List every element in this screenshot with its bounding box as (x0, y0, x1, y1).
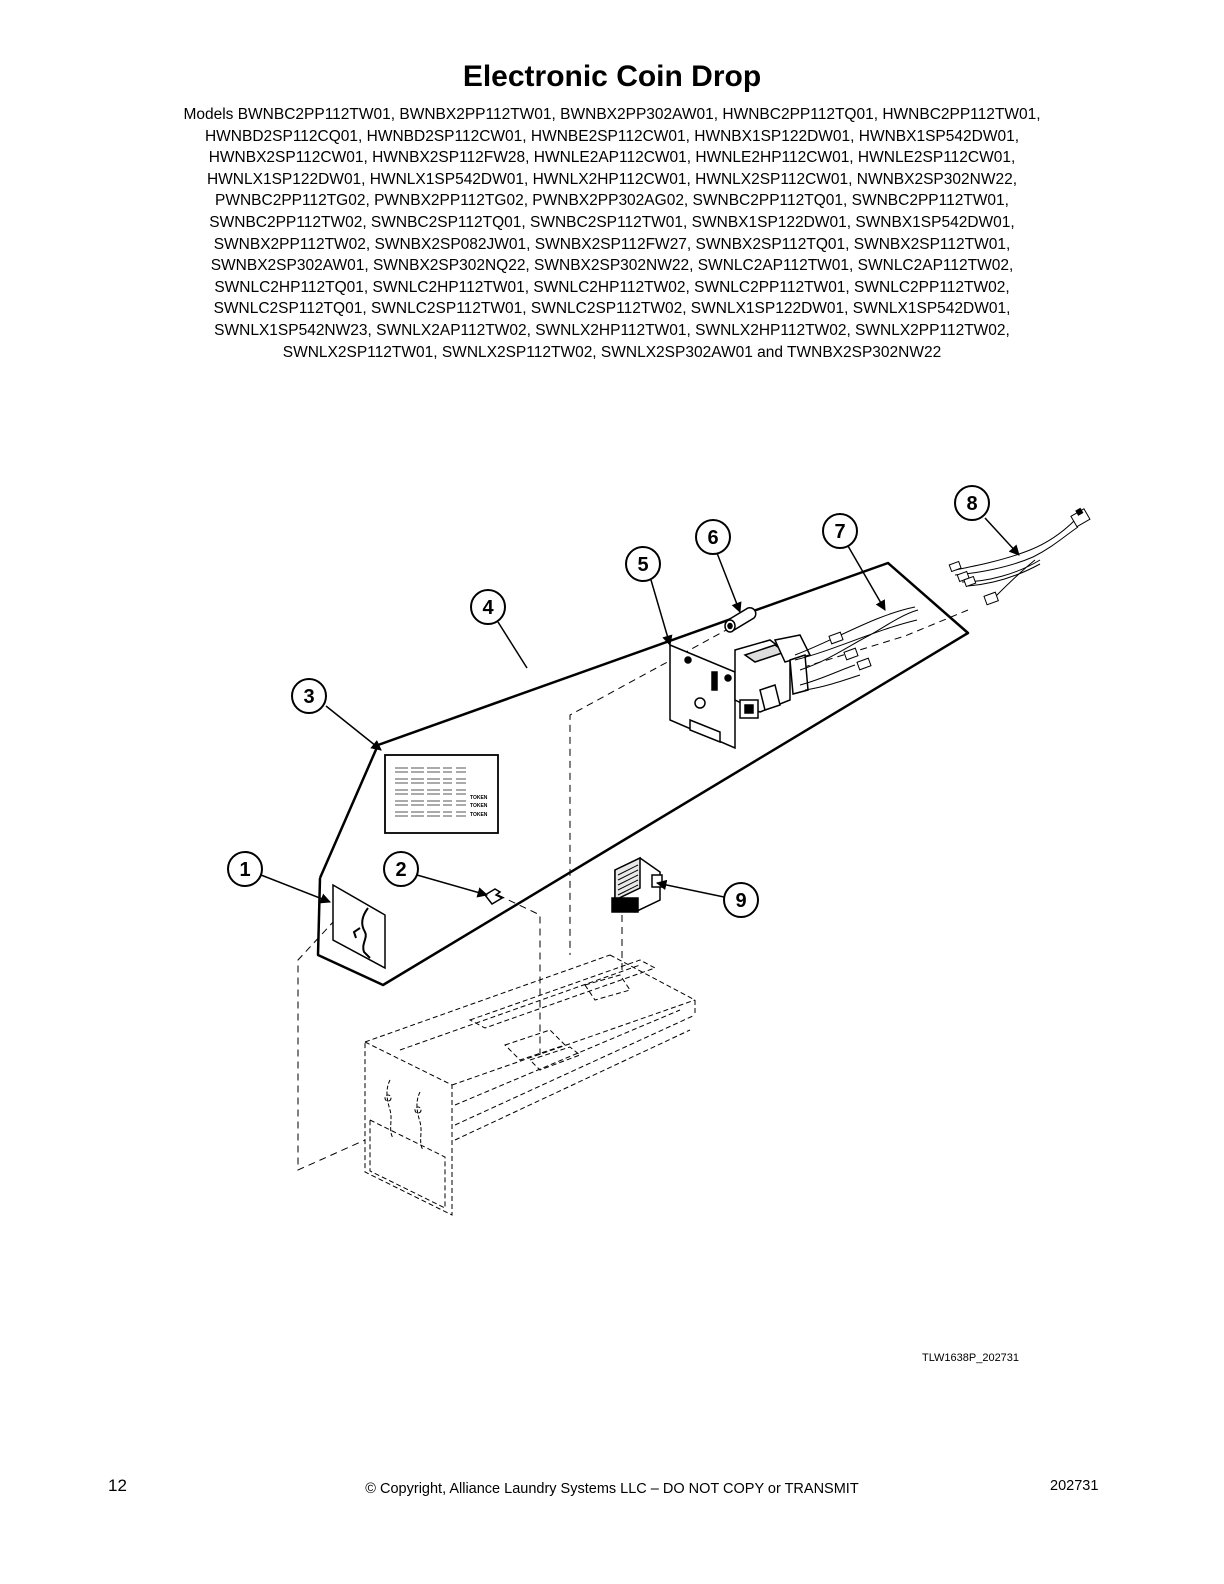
svg-text:1: 1 (239, 859, 250, 881)
model-line: HWNLX1SP122DW01, HWNLX1SP542DW01, HWNLX2… (206, 170, 1018, 188)
decal-token-label: TOKEN (470, 795, 488, 801)
ferrite-core (724, 606, 757, 633)
page-title: Electronic Coin Drop (462, 60, 762, 93)
page-number: 12 (108, 1476, 127, 1495)
model-line: HWNBD2SP112CQ01, HWNBD2SP112CW01, HWNBE2… (204, 127, 1020, 145)
model-line: SWNLX2SP112TW01, SWNLX2SP112TW02, SWNLX2… (282, 343, 942, 361)
svg-text:8: 8 (966, 493, 977, 515)
callout-7: 7 (822, 513, 858, 549)
electronic-module (611, 856, 663, 913)
model-line: HWNBX2SP112CW01, HWNBX2SP112FW28, HWNLE2… (208, 149, 1016, 167)
callout-6: 6 (695, 519, 731, 555)
exploded-parts-diagram: TOKEN TOKEN TOKEN (227, 485, 1091, 1216)
callout-2: 2 (383, 851, 419, 887)
coin-slot-plate (332, 883, 386, 970)
coin-acceptor-bracket (669, 634, 812, 750)
decal-token-label: TOKEN (470, 803, 488, 809)
connector-harness (948, 507, 1091, 606)
model-line: SWNBX2PP112TW02, SWNBX2SP082JW01, SWNBX2… (213, 235, 1011, 253)
callout-9: 9 (723, 882, 759, 918)
coin-drop-base-frame (364, 954, 696, 1216)
wire-harness (794, 606, 919, 691)
coin-slot-shapes (384, 1079, 424, 1151)
callout-leaders (260, 517, 1020, 904)
figure-id: TLW1638P_202731 (922, 1352, 1020, 1364)
svg-text:7: 7 (834, 521, 845, 543)
svg-text:2: 2 (395, 859, 406, 881)
callout-1: 1 (227, 851, 263, 887)
callout-5: 5 (625, 546, 661, 582)
model-line: SWNBX2SP302AW01, SWNBX2SP302NQ22, SWNBX2… (210, 257, 1014, 275)
model-list: Models BWNBC2PP112TW01, BWNBX2PP112TW01,… (100, 104, 1124, 363)
decal-token-label: TOKEN (470, 812, 488, 818)
svg-text:4: 4 (482, 597, 494, 619)
retaining-clip (483, 888, 504, 905)
svg-text:6: 6 (707, 527, 718, 549)
copyright-notice: © Copyright, Alliance Laundry Systems LL… (365, 1481, 859, 1497)
callout-4: 4 (470, 589, 506, 625)
svg-text:9: 9 (735, 890, 746, 912)
model-line: PWNBC2PP112TG02, PWNBX2PP112TG02, PWNBX2… (215, 192, 1009, 210)
model-line: Models BWNBC2PP112TW01, BWNBX2PP112TW01,… (183, 106, 1041, 123)
model-line: SWNBC2PP112TW02, SWNBC2SP112TQ01, SWNBC2… (209, 213, 1015, 231)
document-code: 202731 (1050, 1478, 1099, 1494)
callout-8: 8 (954, 485, 990, 521)
callout-3: 3 (291, 678, 327, 714)
svg-text:5: 5 (637, 554, 648, 576)
svg-text:3: 3 (303, 686, 314, 708)
model-line: SWNLC2SP112TQ01, SWNLC2SP112TW01, SWNLC2… (213, 300, 1011, 318)
model-line: SWNLX1SP542NW23, SWNLX2AP112TW02, SWNLX2… (214, 321, 1010, 339)
price-decal: TOKEN TOKEN TOKEN (384, 754, 499, 834)
model-line: SWNLC2HP112TQ01, SWNLC2HP112TW01, SWNLC2… (214, 278, 1010, 296)
